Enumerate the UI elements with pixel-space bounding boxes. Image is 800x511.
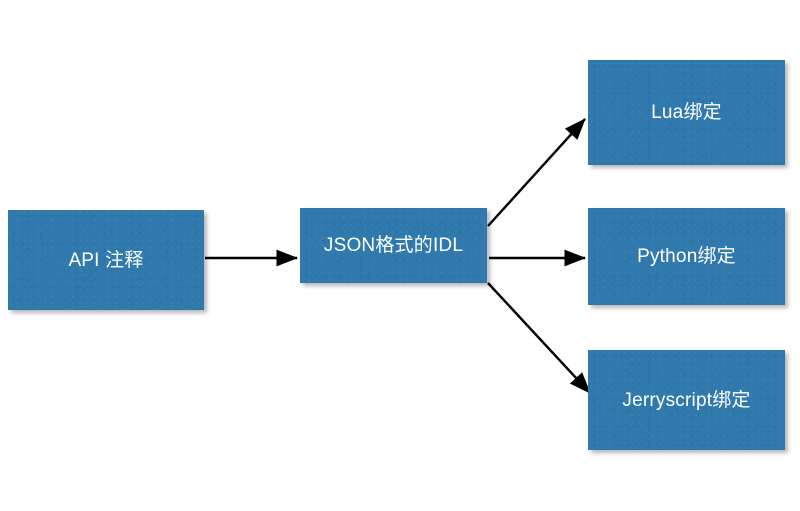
- node-jerryscript-binding-label: Jerryscript绑定: [622, 389, 751, 411]
- node-api-annotation[interactable]: API 注释: [8, 210, 204, 310]
- edge-idl-to-jerry: [487, 282, 591, 394]
- node-json-idl[interactable]: JSON格式的IDL: [300, 208, 487, 283]
- node-lua-binding-label: Lua绑定: [651, 102, 722, 123]
- node-jerryscript-binding[interactable]: Jerryscript绑定: [588, 350, 785, 450]
- node-api-annotation-label: API 注释: [68, 249, 144, 271]
- node-lua-binding[interactable]: Lua绑定: [588, 60, 785, 165]
- node-python-binding-label: Python绑定: [637, 246, 736, 267]
- edge-idl-to-lua: [487, 118, 586, 227]
- node-json-idl-label: JSON格式的IDL: [323, 235, 464, 256]
- node-python-binding[interactable]: Python绑定: [588, 208, 785, 305]
